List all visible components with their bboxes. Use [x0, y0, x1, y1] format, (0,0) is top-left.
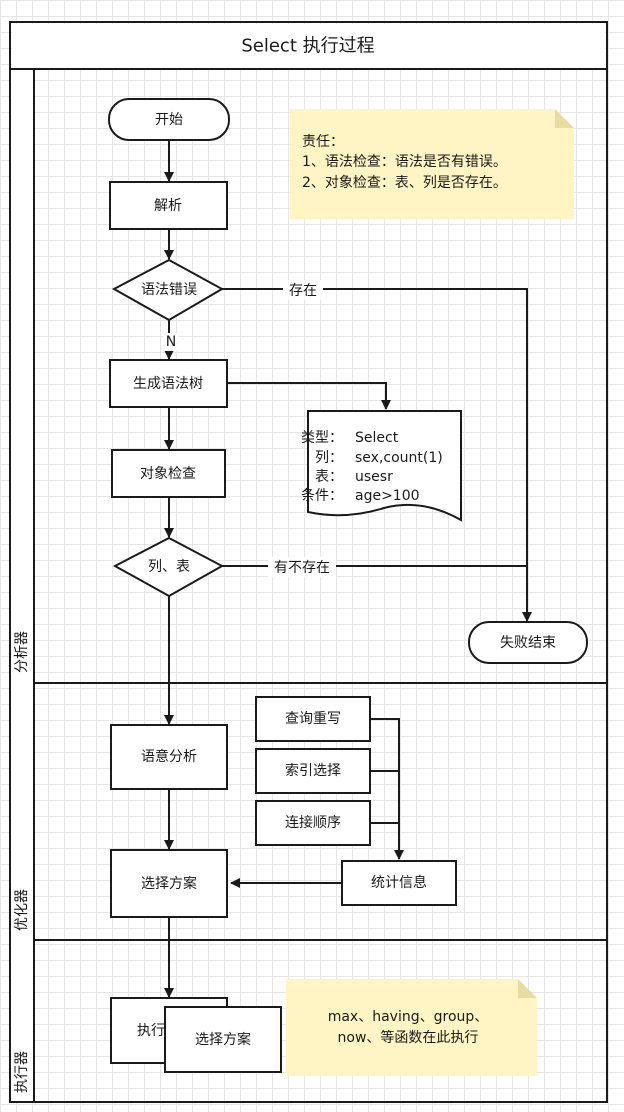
diagram-title: Select 执行过程 — [241, 36, 374, 57]
syntax-error-decision: 语法错误 — [111, 258, 225, 322]
responsibility-note: 责任： 1、语法检查：语法是否有错误。 2、对象检查：表、列是否存在。 — [290, 109, 574, 219]
statistics-node: 统计信息 — [341, 860, 457, 906]
functions-note: max、having、group、 now、等函数在此执行 — [286, 979, 537, 1076]
responsibility-line-2: 1、语法检查：语法是否有错误。 — [302, 154, 507, 170]
column-table-label: 列、表 — [148, 559, 190, 575]
semantic-analysis-label: 语意分析 — [141, 748, 197, 765]
lane-label-executor: 执行器 — [14, 1051, 30, 1093]
choose-plan-label: 选择方案 — [141, 875, 197, 892]
tree-label-condition: 条件： — [301, 487, 343, 504]
object-check-label: 对象检查 — [140, 466, 196, 482]
query-rewrite-label: 查询重写 — [285, 711, 341, 727]
start-node: 开始 — [108, 98, 230, 141]
syntax-tree-document: 类型： Select 列： sex,count(1) 表： usesr 条件： … — [301, 410, 462, 522]
choose-plan-overlay-label: 选择方案 — [195, 1031, 251, 1048]
tree-value-column: sex,count(1) — [355, 450, 443, 466]
syntax-error-label: 语法错误 — [141, 282, 197, 298]
edge-label-exists: 存在 — [289, 283, 317, 299]
functions-note-line-2: now、等函数在此执行 — [338, 1029, 479, 1046]
edge-label-no: N — [166, 334, 176, 350]
object-check-node: 对象检查 — [111, 449, 226, 498]
start-label: 开始 — [155, 112, 183, 128]
choose-plan-overlay-node: 选择方案 — [164, 1006, 282, 1073]
fail-end-label: 失败结束 — [500, 635, 556, 651]
build-tree-label: 生成语法树 — [133, 376, 203, 392]
index-selection-label: 索引选择 — [285, 762, 341, 779]
fail-end-node: 失败结束 — [468, 621, 588, 664]
tree-value-condition: age>100 — [355, 488, 420, 504]
edge-label-bg-missing — [268, 557, 336, 577]
choose-plan-node: 选择方案 — [110, 849, 228, 918]
edge-label-bg-exists — [283, 280, 323, 300]
join-order-node: 连接顺序 — [255, 800, 371, 846]
edge-label-bg-no — [163, 333, 179, 351]
execute-label: 执行 — [137, 1023, 165, 1039]
index-selection-node: 索引选择 — [255, 748, 371, 794]
lane-label-optimizer: 优化器 — [14, 889, 30, 931]
join-order-label: 连接顺序 — [285, 814, 341, 831]
semantic-analysis-node: 语意分析 — [110, 724, 228, 790]
tree-label-type: 类型： — [301, 430, 343, 446]
lane-label-analyzer: 分析器 — [14, 631, 30, 673]
tree-label-column: 列： — [315, 450, 343, 466]
tree-value-type: Select — [355, 430, 399, 446]
swimlane-frame — [9, 21, 608, 1103]
edge-label-missing: 有不存在 — [274, 560, 330, 576]
build-tree-node: 生成语法树 — [109, 359, 228, 408]
responsibility-line-3: 2、对象检查：表、列是否存在。 — [302, 175, 507, 191]
parse-node: 解析 — [109, 181, 228, 230]
lane-header-background — [11, 70, 33, 1101]
functions-note-line-1: max、having、group、 — [328, 1009, 489, 1025]
parse-label: 解析 — [154, 198, 182, 214]
title-background — [12, 24, 605, 68]
tree-label-table: 表： — [315, 469, 343, 485]
responsibility-line-1: 责任： — [302, 134, 344, 150]
statistics-label: 统计信息 — [371, 874, 427, 891]
query-rewrite-node: 查询重写 — [255, 696, 371, 742]
column-table-decision: 列、表 — [112, 536, 225, 598]
tree-value-table: usesr — [355, 469, 393, 485]
